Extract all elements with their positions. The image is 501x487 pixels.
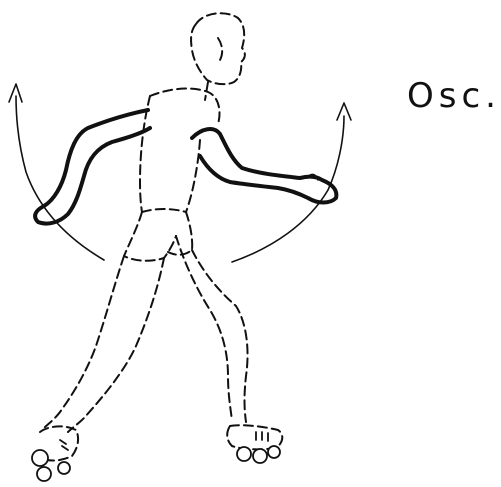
right-roller-skate — [227, 425, 282, 463]
skate-wheel-icon — [58, 462, 70, 474]
skate-wheel-icon — [253, 449, 267, 463]
skate-wheel-icon — [268, 446, 280, 458]
oscillation-label: Osc. — [407, 76, 501, 116]
skater-left-arm — [35, 110, 150, 224]
skater-head — [191, 13, 245, 100]
left-swing-arc — [9, 84, 104, 260]
skate-wheel-icon — [37, 467, 51, 481]
right-swing-arc — [232, 103, 351, 262]
skater-torso — [140, 89, 220, 212]
left-roller-skate — [32, 426, 78, 481]
skater-left-leg — [44, 256, 164, 432]
skate-wheel-icon — [32, 450, 48, 466]
skate-wheel-icon — [237, 447, 251, 461]
skater-right-arm — [192, 129, 336, 202]
skater-right-leg — [176, 236, 248, 422]
